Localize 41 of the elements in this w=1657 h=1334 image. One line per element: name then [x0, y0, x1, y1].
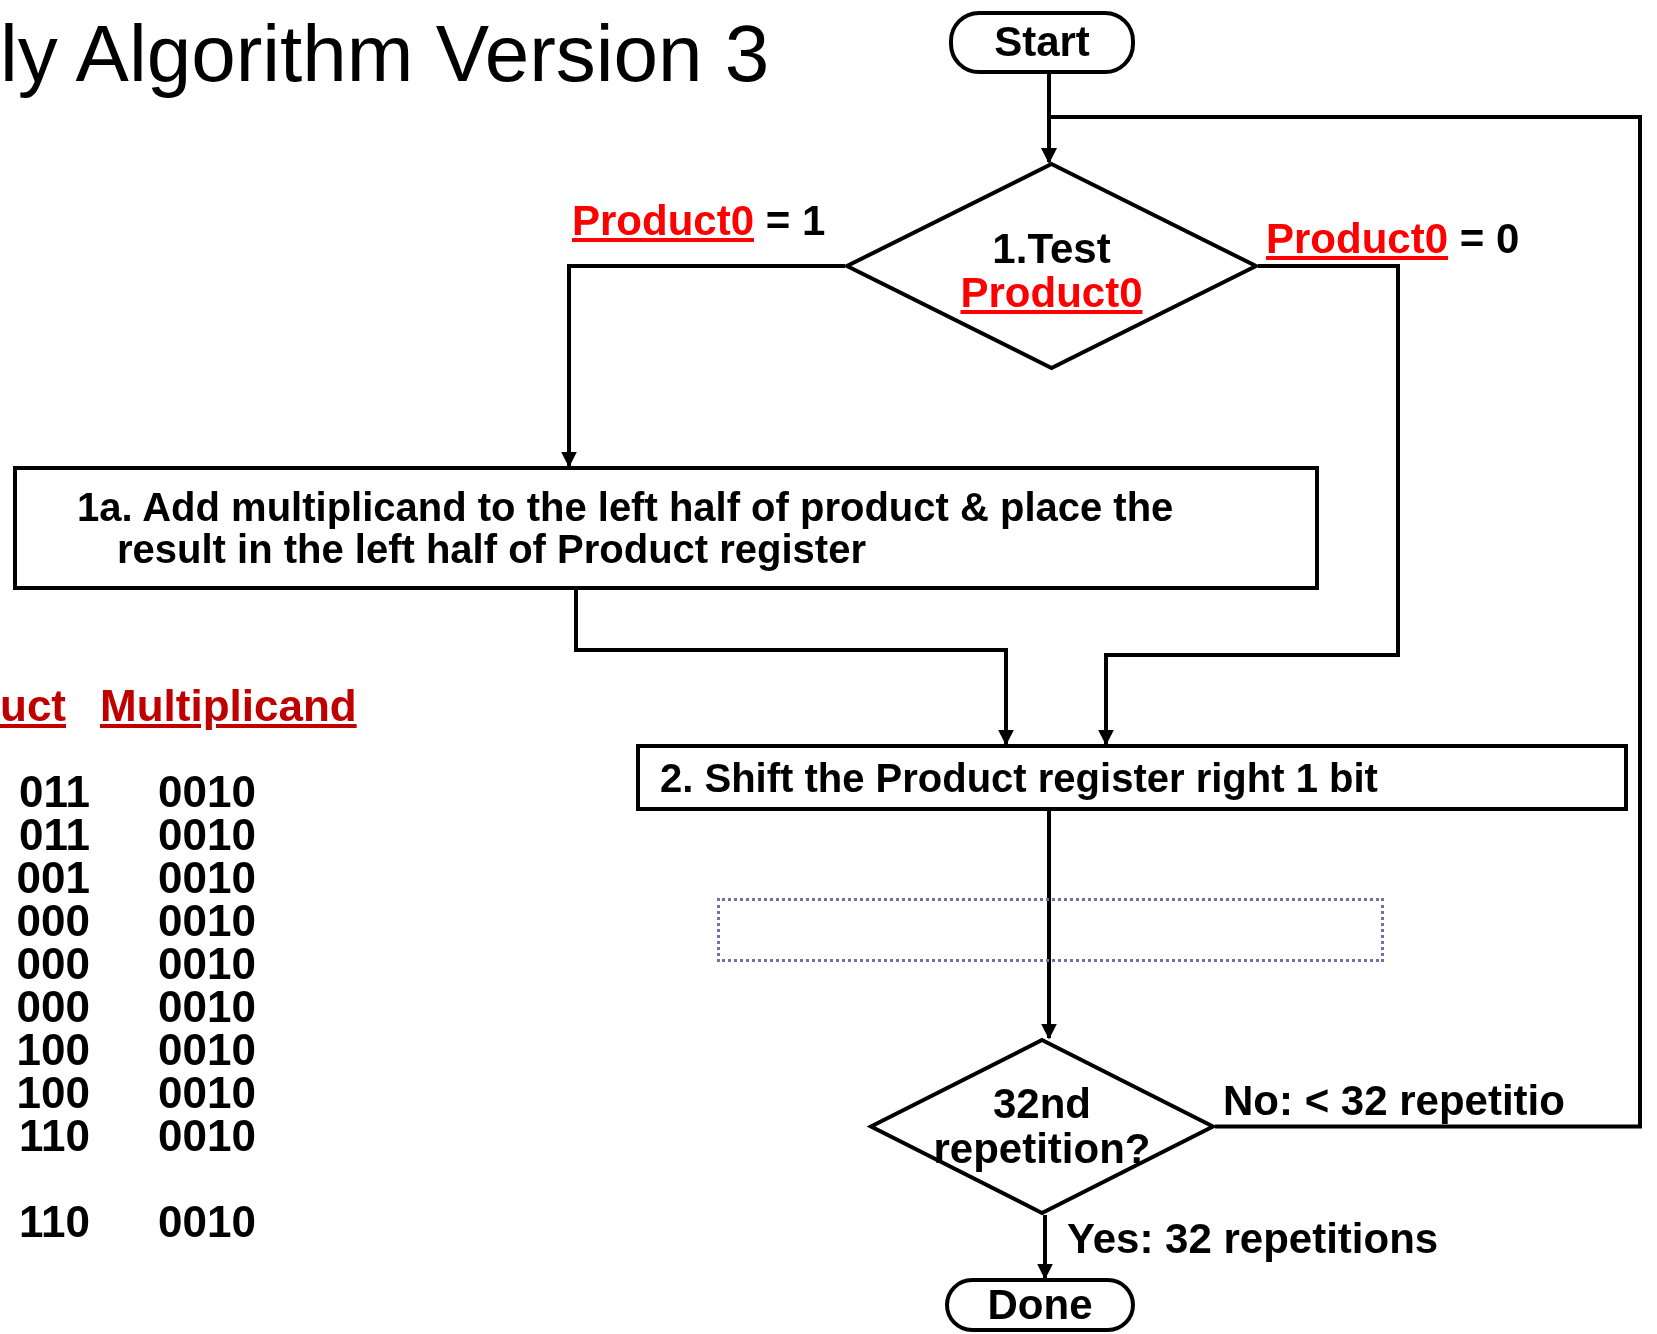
table-cell: 0010: [158, 985, 256, 1029]
terminal-box: [949, 11, 1135, 74]
table-cell: 0010: [158, 899, 256, 943]
arrow: [1041, 115, 1642, 1129]
arrow: [1098, 264, 1400, 746]
table-cell: 000: [16, 899, 90, 943]
node-text: Start: [994, 20, 1090, 65]
decision-diamond: [845, 162, 1258, 370]
table-cell: 001: [16, 856, 90, 900]
arrow: [1037, 1215, 1053, 1280]
arrow: [561, 264, 845, 468]
table-cell: 110: [19, 1200, 90, 1244]
column-header: uct: [0, 684, 66, 728]
table-cell: 0010: [158, 1028, 256, 1072]
process-box: [13, 466, 1319, 590]
table-cell: 011: [19, 813, 90, 857]
arrow: [574, 590, 1014, 746]
table-cell: 011: [19, 770, 90, 814]
table-cell: 0010: [158, 770, 256, 814]
node-text: 2. Shift the Product register right 1 bit: [659, 756, 1378, 799]
terminal-box: [945, 1278, 1135, 1332]
node-text: 32nd repetition?: [932, 1082, 1152, 1171]
table-cell: 0010: [158, 813, 256, 857]
arrow: [1041, 811, 1057, 1040]
table-cell: 0010: [158, 942, 256, 986]
table-cell: 100: [16, 1071, 90, 1115]
table-cell: 000: [16, 942, 90, 986]
node-text: 1a. Add multiplicand to the left half of product & place the result in the left half of Product register: [76, 486, 1175, 570]
column-header: Multiplicand: [100, 684, 357, 728]
table-cell: 000: [16, 985, 90, 1029]
node-text: Done: [987, 1282, 1093, 1328]
node-text: Product0: [960, 271, 1143, 316]
decision-diamond: [869, 1038, 1215, 1215]
process-box: [636, 744, 1628, 811]
table-cell: 0010: [158, 1114, 256, 1158]
table-cell: 0010: [158, 856, 256, 900]
table-cell: 0010: [158, 1200, 256, 1244]
table-cell: 110: [19, 1114, 90, 1158]
table-cell: 100: [16, 1028, 90, 1072]
table-cell: 0010: [158, 1071, 256, 1115]
node-text: 1.Test: [992, 226, 1111, 271]
